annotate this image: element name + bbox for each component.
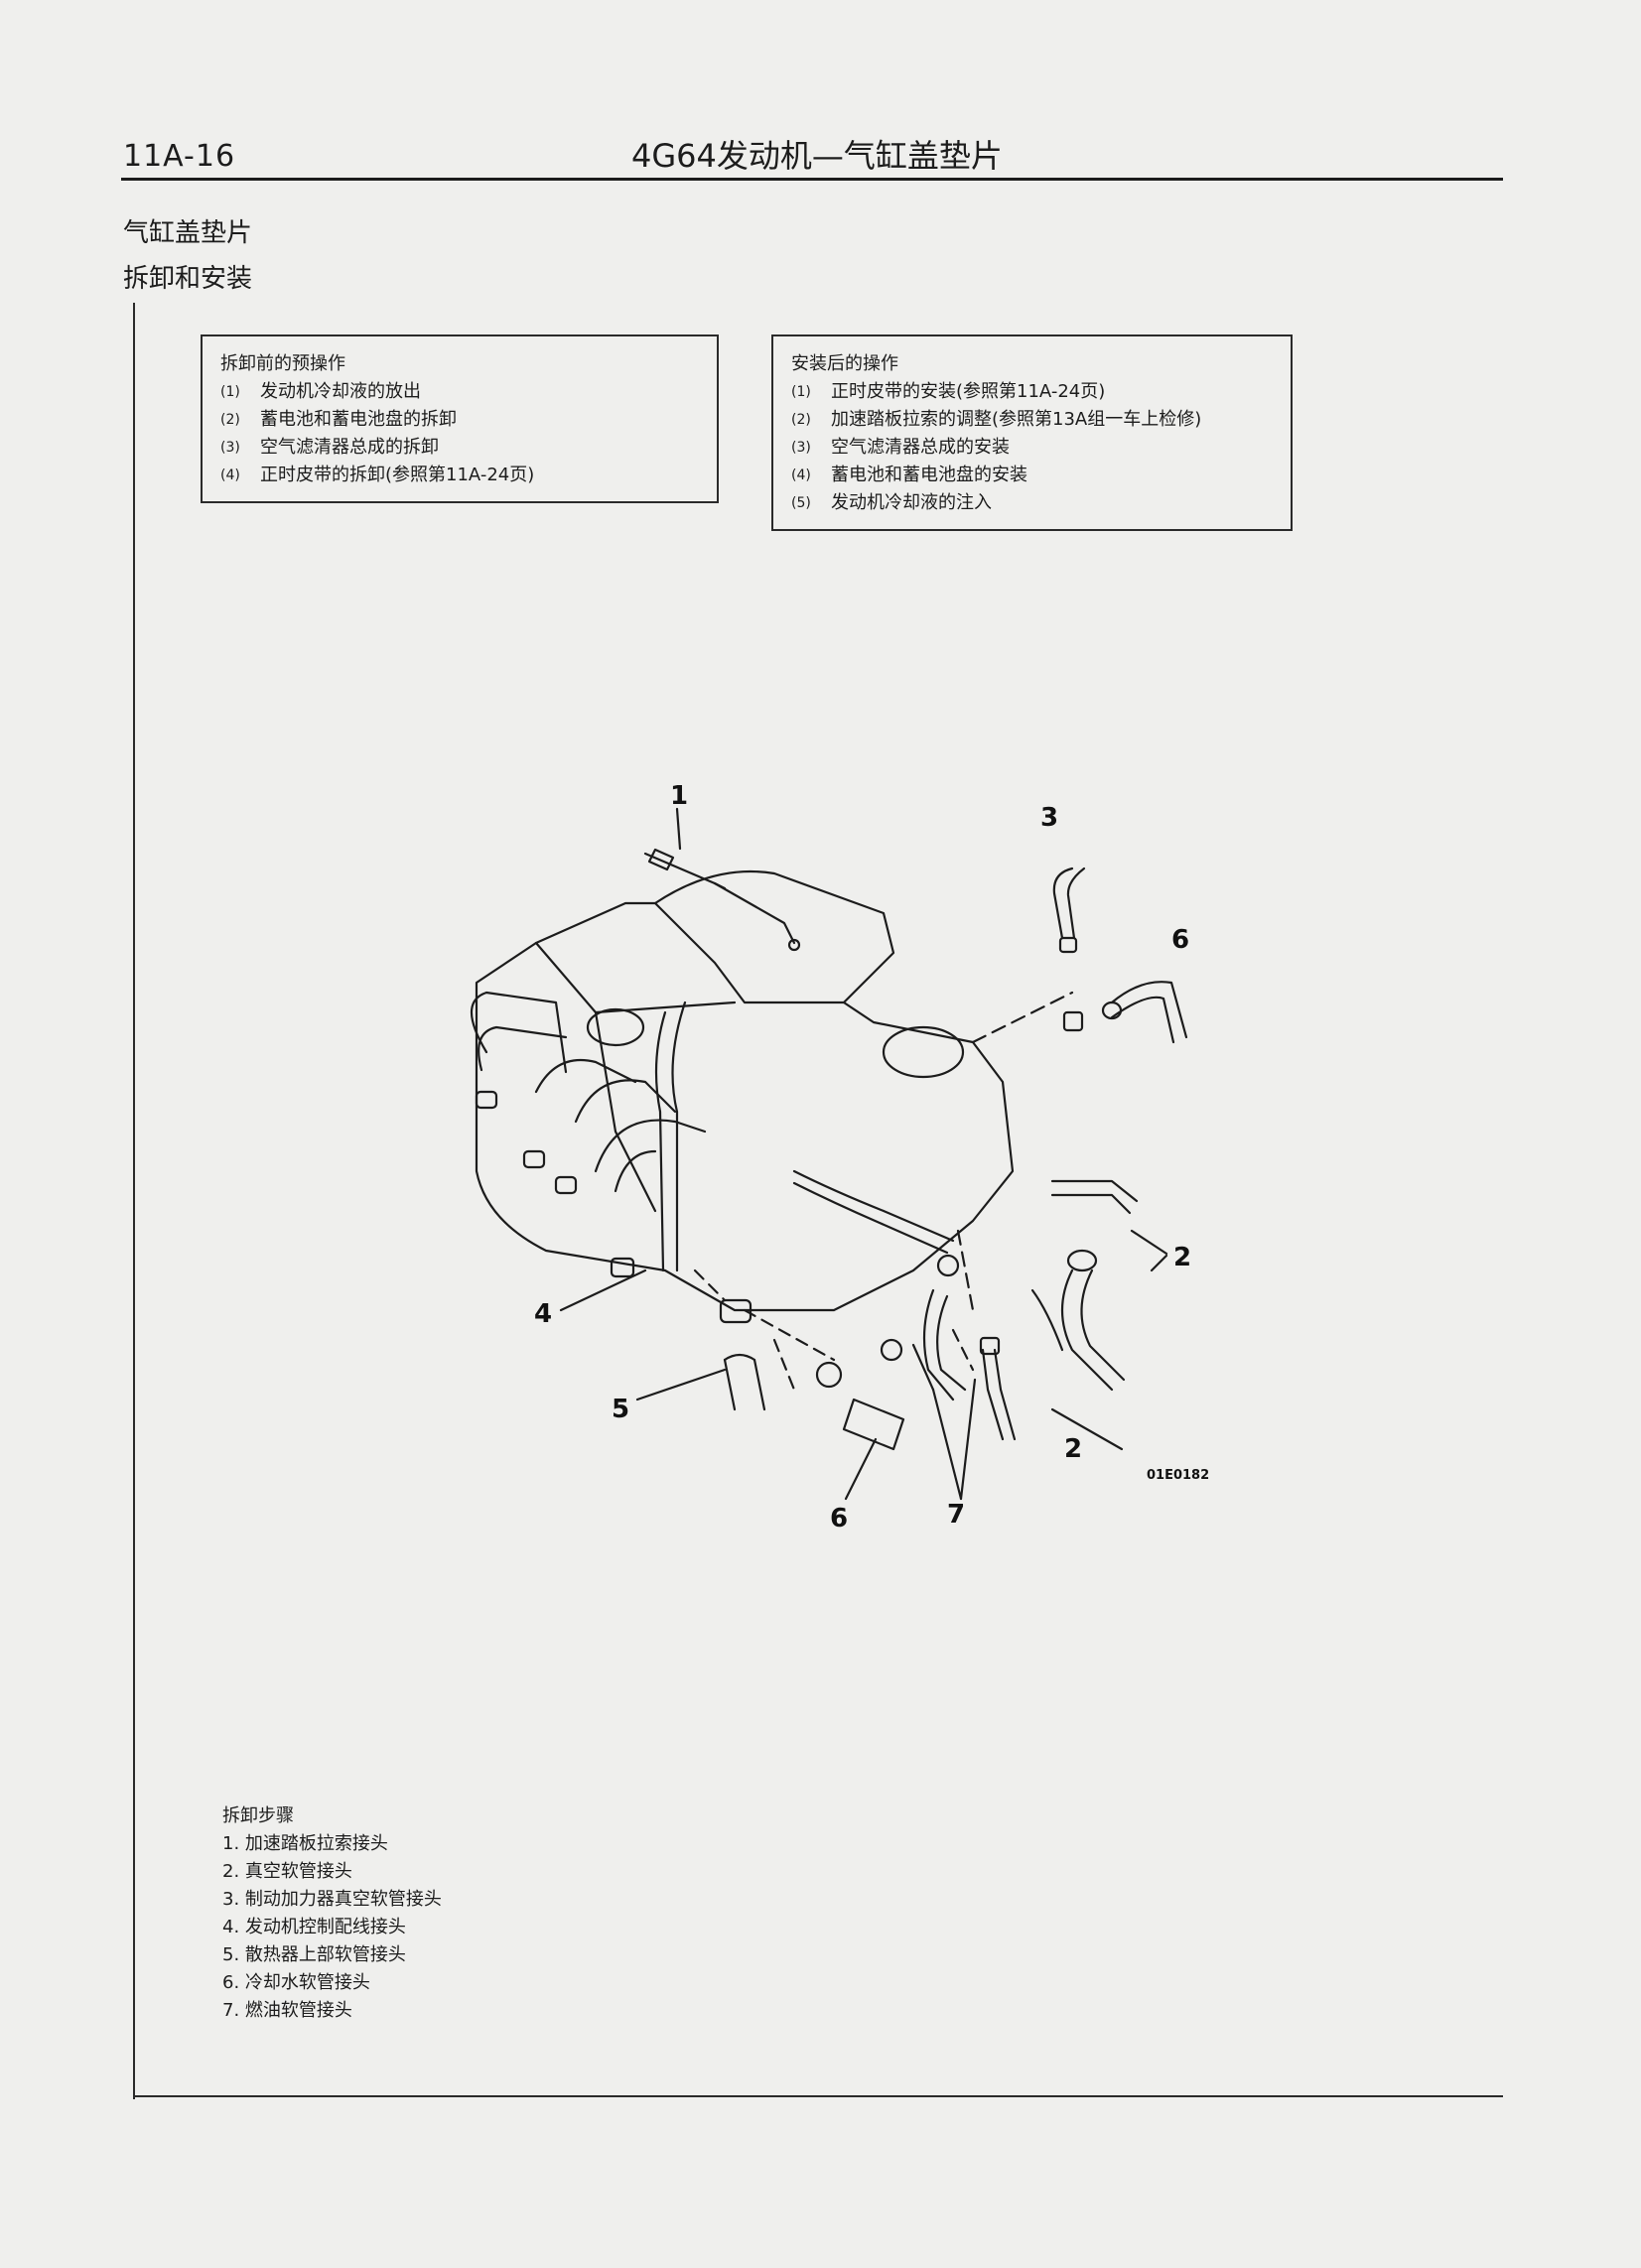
post-installation-operations-box: 安装后的操作 (1) 正时皮带的安装(参照第11A-24页) (2) 加速踏板拉索的… <box>771 334 1293 531</box>
list-item: 2. 真空软管接头 <box>222 1861 352 1882</box>
header-divider <box>121 178 1503 181</box>
list-text: 空气滤清器总成的拆卸 <box>260 437 439 458</box>
callout-2-right: 2 <box>1173 1243 1191 1272</box>
page-title: 4G64发动机—气缸盖垫片 <box>631 137 1003 175</box>
list-text: 加速踏板拉索的调整(参照第13A组一车上检修) <box>831 409 1202 430</box>
engine-hose-diagram: 1 3 6 2 4 5 6 7 2 01E0182 <box>471 781 1209 1529</box>
list-item: (1) 正时皮带的安装(参照第11A-24页) <box>791 378 1273 406</box>
list-number: (4) <box>791 467 811 483</box>
list-item: 1. 加速踏板拉索接头 <box>222 1833 388 1854</box>
list-item: (2) 蓄电池和蓄电池盘的拆卸 <box>220 406 699 434</box>
callout-7: 7 <box>947 1500 965 1529</box>
list-text: 蓄电池和蓄电池盘的安装 <box>831 465 1027 485</box>
engine-line-art <box>471 807 1188 1501</box>
removal-steps: 拆卸步骤 1. 加速踏板拉索接头 2. 真空软管接头 3. 制动加力器真空软管接… <box>222 1802 442 2025</box>
list-item: (1) 发动机冷却液的放出 <box>220 378 699 406</box>
callout-6-top: 6 <box>1171 925 1189 955</box>
list-item: (2) 加速踏板拉索的调整(参照第13A组一车上检修) <box>791 406 1273 434</box>
list-number: (1) <box>791 384 811 400</box>
list-number: (3) <box>220 440 240 456</box>
list-item: 6. 冷却水软管接头 <box>222 1972 370 1993</box>
list-item: (3) 空气滤清器总成的安装 <box>791 434 1273 462</box>
callout-1: 1 <box>670 781 688 811</box>
pre-removal-operations-box: 拆卸前的预操作 (1) 发动机冷却液的放出 (2) 蓄电池和蓄电池盘的拆卸 (3) 空… <box>201 334 719 503</box>
list-item: 7. 燃油软管接头 <box>222 2000 352 2021</box>
page-number: 11A-16 <box>123 139 236 174</box>
list-number: (2) <box>220 412 240 428</box>
callout-5: 5 <box>612 1395 629 1424</box>
list-number: (1) <box>220 384 240 400</box>
callout-4: 4 <box>534 1299 552 1329</box>
list-item: 4. 发动机控制配线接头 <box>222 1917 406 1937</box>
post-installation-title: 安装后的操作 <box>791 353 898 374</box>
pre-removal-title: 拆卸前的预操作 <box>220 353 345 374</box>
callout-6-bottom: 6 <box>830 1504 848 1529</box>
list-number: (2) <box>791 412 811 428</box>
list-text: 正时皮带的拆卸(参照第11A-24页) <box>260 465 535 485</box>
list-item: (3) 空气滤清器总成的拆卸 <box>220 434 699 462</box>
list-item: (5) 发动机冷却液的注入 <box>791 489 1273 517</box>
section-subtitle: 拆卸和安装 <box>123 264 253 294</box>
list-text: 正时皮带的安装(参照第11A-24页) <box>831 381 1106 402</box>
list-number: (3) <box>791 440 811 456</box>
list-text: 发动机冷却液的注入 <box>831 492 992 513</box>
callout-3: 3 <box>1040 803 1058 833</box>
list-item: (4) 蓄电池和蓄电池盘的安装 <box>791 462 1273 489</box>
list-text: 蓄电池和蓄电池盘的拆卸 <box>260 409 457 430</box>
removal-steps-title: 拆卸步骤 <box>222 1805 294 1826</box>
list-item: 3. 制动加力器真空软管接头 <box>222 1889 442 1910</box>
list-number: (4) <box>220 467 240 483</box>
list-number: (5) <box>791 495 811 511</box>
callout-labels: 1 3 6 2 4 5 6 7 2 <box>534 781 1191 1529</box>
bottom-rule <box>133 2095 1503 2097</box>
list-item: (4) 正时皮带的拆卸(参照第11A-24页) <box>220 462 699 489</box>
list-text: 空气滤清器总成的安装 <box>831 437 1010 458</box>
list-text: 发动机冷却液的放出 <box>260 381 421 402</box>
section-title: 气缸盖垫片 <box>123 218 253 248</box>
list-item: 5. 散热器上部软管接头 <box>222 1944 406 1965</box>
callout-2-bottom: 2 <box>1064 1434 1082 1464</box>
left-margin-rule <box>133 303 135 2099</box>
figure-code: 01E0182 <box>1147 1468 1209 1483</box>
